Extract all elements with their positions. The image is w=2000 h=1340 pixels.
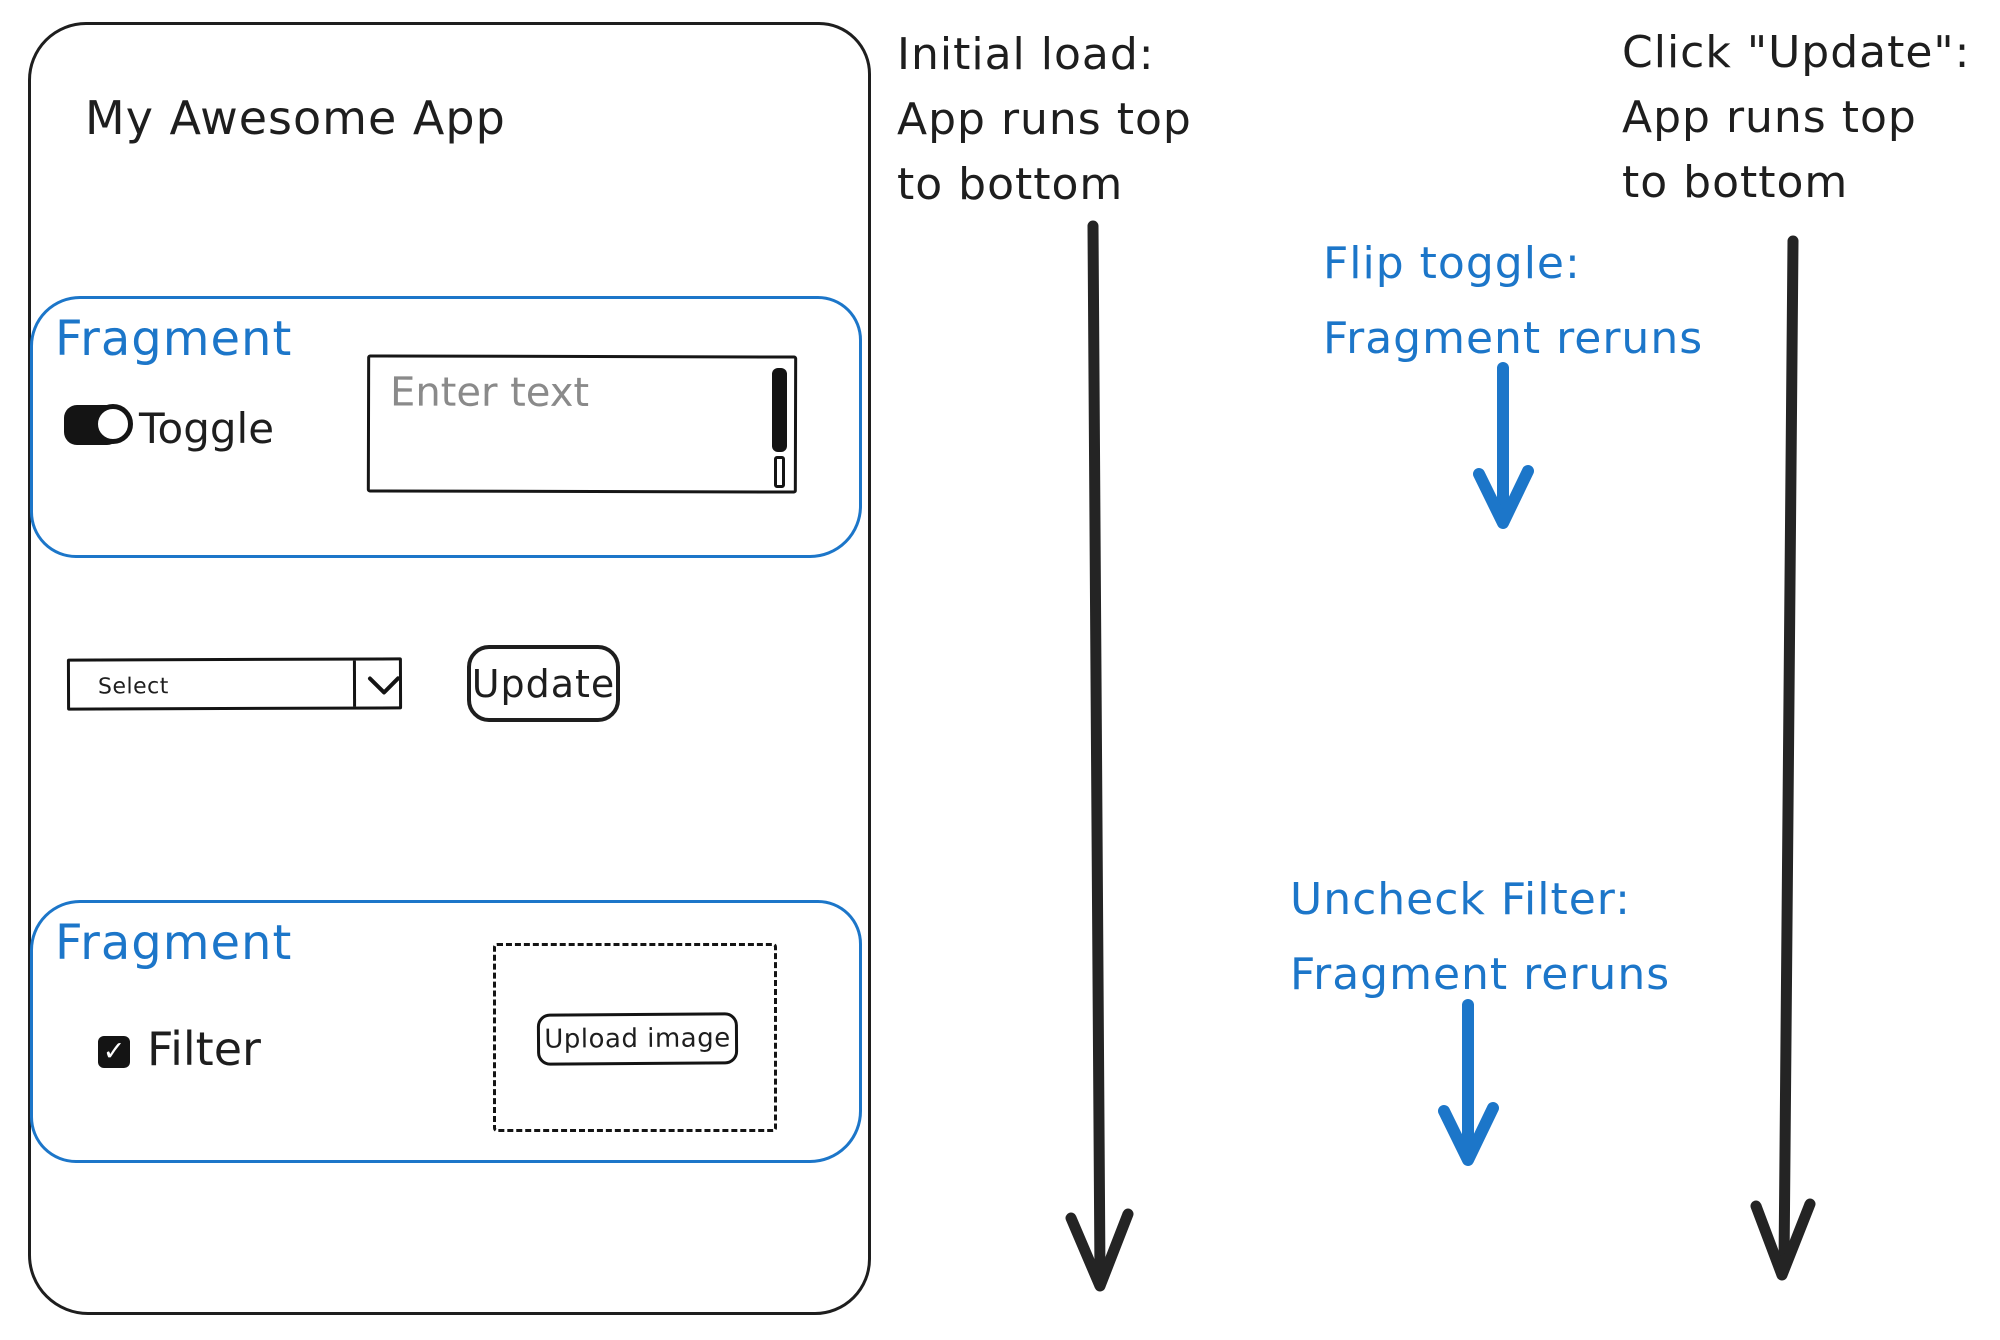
annotation-line: Flip toggle: bbox=[1323, 238, 1581, 289]
app-title: My Awesome App bbox=[85, 91, 506, 145]
annotation-line: App runs top bbox=[897, 94, 1192, 145]
annotation-line: App runs top bbox=[1622, 92, 1917, 143]
filter-checkbox-label: Filter bbox=[147, 1022, 261, 1076]
annotation-line: Initial load: bbox=[897, 29, 1155, 80]
select-dropdown[interactable]: Select bbox=[66, 657, 403, 711]
select-divider bbox=[352, 660, 357, 707]
annotation-initial-load: Initial load: App runs top to bottom bbox=[897, 22, 1192, 217]
annotation-line: Fragment reruns bbox=[1290, 949, 1671, 1000]
fragment-box-1: Fragment bbox=[30, 296, 862, 558]
filter-checkbox[interactable]: ✓ bbox=[98, 1036, 130, 1068]
annotation-line: to bottom bbox=[897, 159, 1124, 210]
fragment-2-label: Fragment bbox=[55, 915, 293, 971]
uncheck-filter-arrow bbox=[1438, 999, 1499, 1166]
annotation-line: Uncheck Filter: bbox=[1290, 874, 1631, 925]
annotation-line: to bottom bbox=[1622, 157, 1849, 208]
annotation-line: Click "Update": bbox=[1622, 27, 1971, 78]
chevron-down-icon bbox=[366, 675, 402, 701]
toggle-knob bbox=[93, 404, 133, 444]
fragment-box-2: Fragment bbox=[30, 900, 862, 1163]
select-value: Select bbox=[97, 674, 169, 700]
text-input[interactable] bbox=[366, 354, 798, 494]
upload-image-button[interactable]: Upload image bbox=[536, 1012, 739, 1066]
fragment-1-label: Fragment bbox=[55, 311, 293, 367]
toggle-label: Toggle bbox=[139, 404, 275, 453]
click-update-arrow bbox=[1750, 235, 1816, 1281]
annotation-click-update: Click "Update": App runs top to bottom bbox=[1622, 20, 1970, 215]
flip-toggle-arrow bbox=[1473, 362, 1534, 529]
update-button[interactable]: Update bbox=[467, 645, 620, 722]
annotation-flip-toggle: Flip toggle: Fragment reruns bbox=[1323, 226, 1703, 376]
annotation-line: Fragment reruns bbox=[1323, 313, 1704, 364]
image-dropzone[interactable] bbox=[493, 943, 777, 1132]
toggle-switch[interactable] bbox=[64, 404, 133, 446]
annotation-uncheck-filter: Uncheck Filter: Fragment reruns bbox=[1290, 862, 1670, 1012]
initial-load-arrow bbox=[1065, 220, 1134, 1292]
check-icon: ✓ bbox=[102, 1035, 126, 1067]
